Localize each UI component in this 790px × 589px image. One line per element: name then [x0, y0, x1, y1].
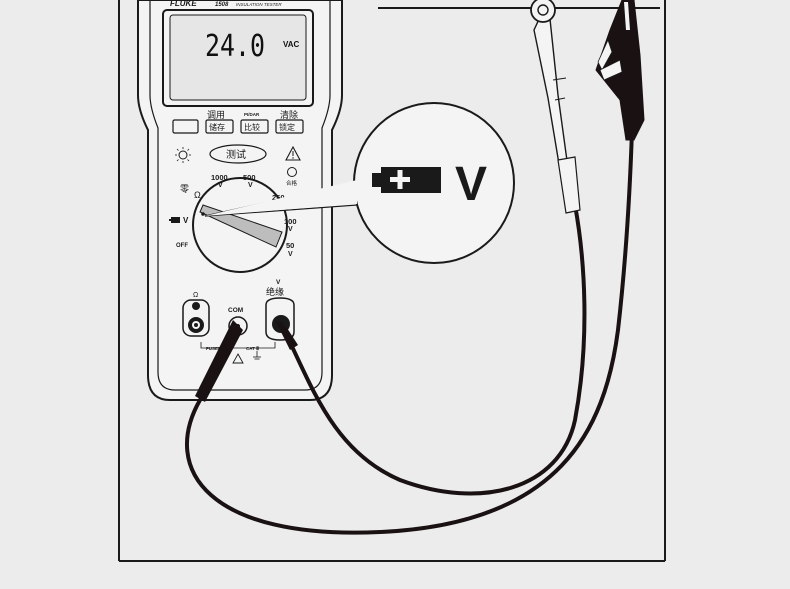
jack-warning-icon [232, 353, 244, 364]
warning-icon [285, 145, 301, 161]
insulation-jack-label: 绝缘 [266, 286, 284, 298]
range-1000-label: 1000 [211, 173, 228, 182]
brand-logo: FLUKE [170, 0, 197, 8]
red-probe-plug [275, 320, 298, 350]
button-row: 调用 PI/DAR 清除 储存 比较 锁定 [172, 109, 304, 134]
red-lead-wire [279, 203, 587, 496]
lcd-display: 24.0 VAC [162, 9, 314, 107]
insulation-v-label: V [276, 279, 281, 286]
ohm-jack-label: Ω [193, 292, 198, 299]
test-leads [184, 0, 645, 535]
pass-indicator [287, 167, 297, 177]
range-50-label: 50 [286, 241, 294, 250]
save-button-label: 储存 [209, 122, 225, 132]
callout-voltage-label: V [455, 158, 487, 211]
range-50-unit: V [288, 251, 293, 258]
lock-button-label: 锁定 [279, 122, 295, 132]
ohm-range-label: Ω [194, 190, 201, 200]
pass-label: 合格 [286, 179, 298, 187]
ground-icon [253, 351, 261, 360]
black-probe [195, 320, 243, 402]
button-top-label-pidar: PI/DAR [244, 112, 260, 117]
compare-button-label: 比较 [244, 122, 260, 132]
subtitle-label: INSULATION TESTER [236, 2, 282, 7]
lock-button[interactable] [275, 119, 304, 134]
battery-plus-icon [372, 167, 441, 193]
range-100-unit: V [288, 226, 293, 233]
button-top-label-recall: 调用 [207, 110, 225, 121]
function-callout: V [204, 102, 515, 264]
probe-tip[interactable] [530, 0, 581, 214]
test-button-label: 测试 [226, 148, 246, 161]
lcd-unit: VAC [283, 40, 300, 49]
diagram-frame [118, 0, 666, 562]
off-label: OFF [176, 243, 188, 249]
dial-pointer [199, 204, 283, 248]
multimeter: FLUKE 1508 INSULATION TESTER 24.0 VAC 调用… [137, 0, 343, 401]
lcd-reading: 24.0 [205, 29, 265, 64]
dial-labels: 零 Ω 1000 V 500 V 250 100 V 50 V V OFF [169, 173, 297, 258]
rotary-dial[interactable] [192, 177, 288, 273]
cat-label: CAT Ⅲ [246, 345, 260, 351]
save-button[interactable] [205, 119, 234, 134]
range-500-label: 500 [243, 173, 256, 182]
meter-header: FLUKE 1508 INSULATION TESTER [170, 0, 282, 8]
range-100-label: 100 [284, 217, 297, 226]
small-battery-icon [169, 217, 180, 223]
range-1000-unit: V [218, 182, 223, 189]
ohm-jack-top[interactable] [192, 302, 200, 310]
model-label: 1508 [215, 2, 229, 8]
com-jack-label: COM [228, 307, 243, 314]
backlight-icon[interactable] [175, 147, 191, 163]
black-lead-wire [184, 128, 634, 535]
range-250-label: 250 [272, 193, 285, 202]
alligator-clip[interactable] [595, 0, 645, 141]
fused-label: FUSED [206, 346, 222, 351]
range-500-unit: V [248, 182, 253, 189]
volt-range-label: V [183, 216, 189, 225]
test-button[interactable] [209, 144, 267, 164]
zero-label: 零 [180, 184, 189, 195]
compare-button[interactable] [240, 119, 269, 134]
button-top-label-clear: 清除 [280, 109, 298, 121]
blank-button[interactable] [172, 119, 199, 134]
